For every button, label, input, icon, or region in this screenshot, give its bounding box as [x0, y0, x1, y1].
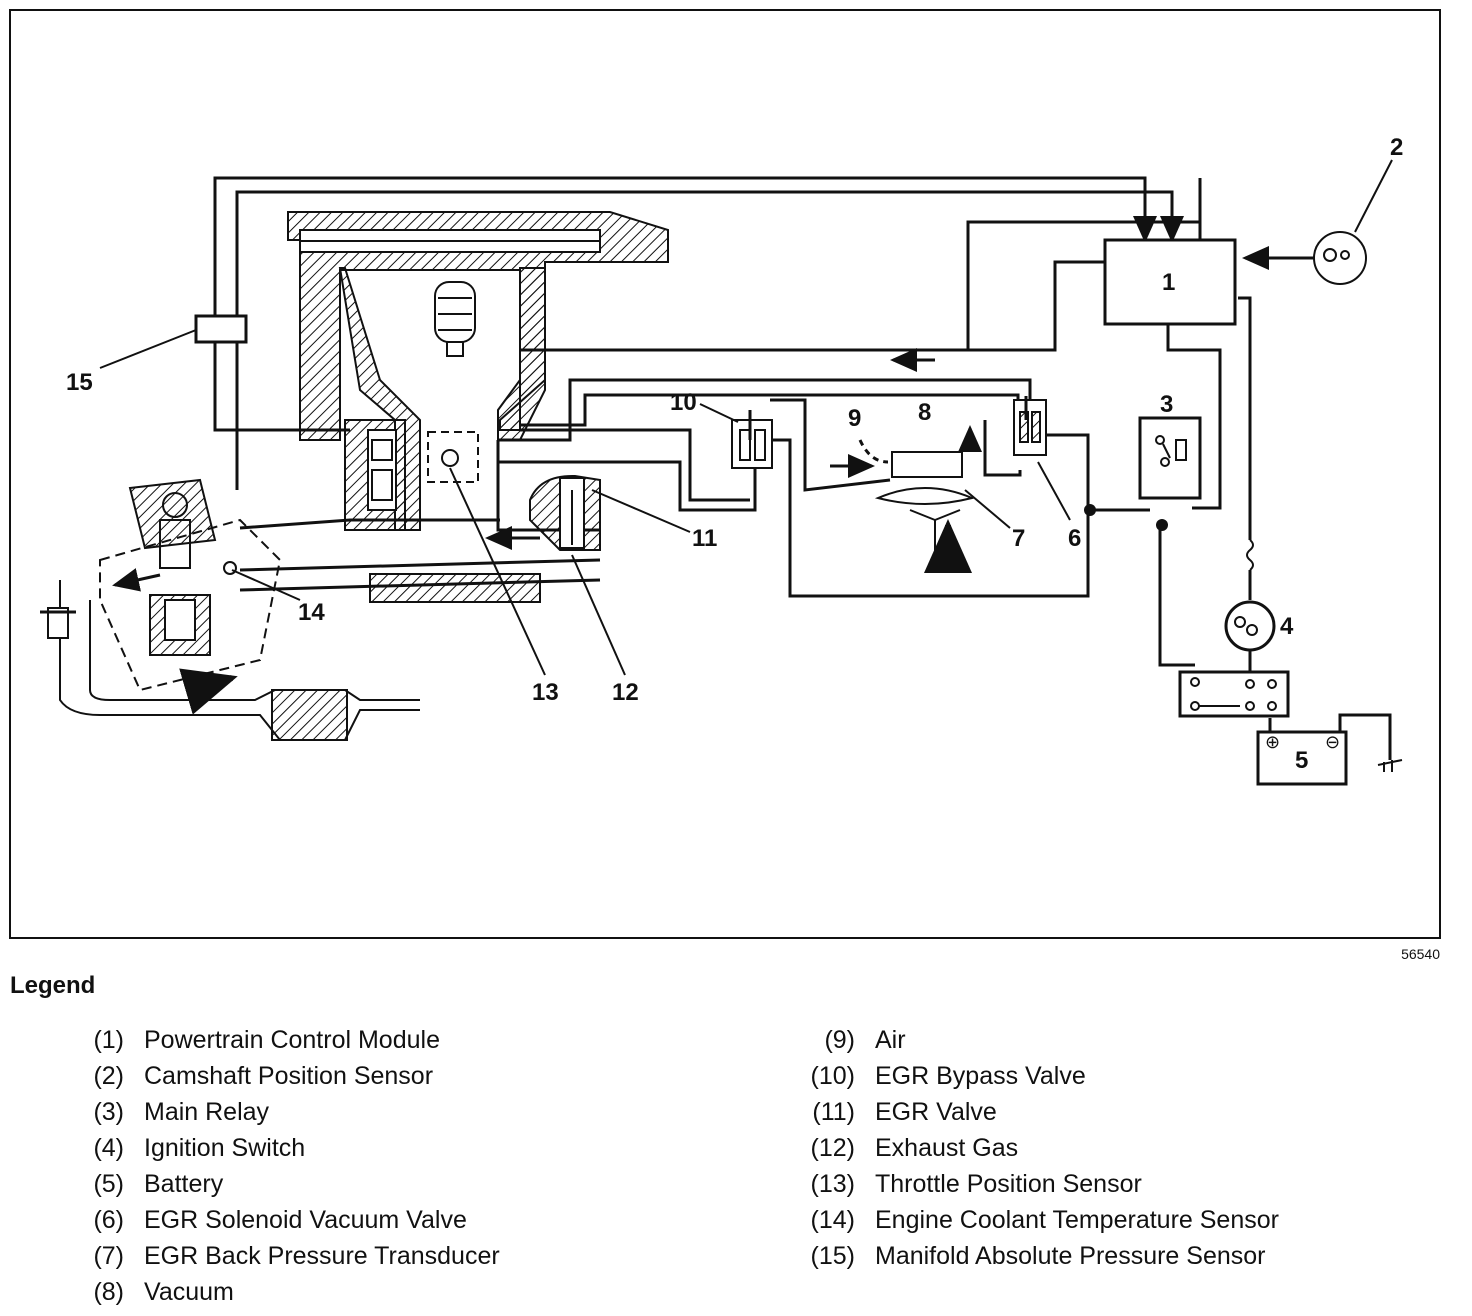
legend-item-number: (12)	[810, 1133, 855, 1162]
callout-12: 12	[612, 679, 639, 706]
egr-system-diagram: ⊕ ⊖ 1 2 3 4 5 6 7 8 9 10 11 12 13 14 15	[9, 9, 1441, 939]
legend-item: (9) Air	[793, 1022, 1279, 1058]
legend-item-number: (7)	[93, 1241, 124, 1270]
legend-item-label: EGR Solenoid Vacuum Valve	[144, 1205, 467, 1234]
callout-2: 2	[1390, 134, 1403, 161]
callout-1: 1	[1162, 269, 1175, 296]
fuse-block	[1178, 670, 1290, 718]
junction-dot	[1084, 504, 1096, 516]
egr-back-pressure-transducer	[874, 451, 976, 566]
callout-5: 5	[1295, 747, 1308, 774]
callout-8: 8	[918, 399, 931, 426]
legend-item: (8) Vacuum	[62, 1274, 500, 1310]
vacuum-lines	[498, 260, 1105, 598]
legend-item: (6) EGR Solenoid Vacuum Valve	[62, 1202, 500, 1238]
callout-4: 4	[1280, 613, 1294, 640]
callout-10: 10	[670, 389, 697, 416]
legend-list-right: (9) Air (10) EGR Bypass Valve (11) EGR Valv…	[793, 1022, 1279, 1274]
battery-minus-terminal: ⊖	[1325, 732, 1340, 752]
legend-item: (5) Battery	[62, 1166, 500, 1202]
electrical-wiring	[1046, 246, 1392, 760]
legend-item-number: (3)	[93, 1097, 124, 1126]
fuel-injector	[434, 281, 476, 357]
legend-item-number: (2)	[93, 1061, 124, 1090]
legend-item-number: (5)	[93, 1169, 124, 1198]
fuse	[1246, 539, 1254, 571]
camshaft-position-sensor	[1313, 159, 1393, 285]
legend-item-label: Throttle Position Sensor	[875, 1169, 1142, 1198]
legend-item: (12) Exhaust Gas	[793, 1130, 1279, 1166]
egr-bypass-valve	[731, 410, 773, 469]
legend-item-label: Ignition Switch	[144, 1133, 306, 1162]
legend-item: (7) EGR Back Pressure Transducer	[62, 1238, 500, 1274]
legend-item: (1) Powertrain Control Module	[62, 1022, 500, 1058]
engine-block	[40, 478, 420, 741]
legend-item-number: (1)	[93, 1025, 124, 1054]
legend-item-number: (4)	[93, 1133, 124, 1162]
legend-item: (11) EGR Valve	[793, 1094, 1279, 1130]
legend-item-label: Manifold Absolute Pressure Sensor	[875, 1241, 1266, 1270]
legend-item-number: (10)	[810, 1061, 855, 1090]
exhaust-manifold	[239, 428, 750, 603]
legend-list-left: (1) Powertrain Control Module (2) Camshaft…	[62, 1022, 500, 1310]
callout-7: 7	[1012, 525, 1025, 552]
powertrain-control-module	[1103, 238, 1237, 326]
legend-item-label: Powertrain Control Module	[144, 1025, 440, 1054]
ground-symbol	[1377, 759, 1403, 772]
callout-6: 6	[1068, 525, 1081, 552]
legend-item-label: Battery	[144, 1169, 224, 1198]
legend-item: (3) Main Relay	[62, 1094, 500, 1130]
legend-item-label: EGR Bypass Valve	[875, 1061, 1086, 1090]
figure-number: 56540	[1401, 946, 1440, 962]
callout-13: 13	[532, 679, 559, 706]
junction-dot	[1156, 519, 1168, 531]
legend-item-label: Vacuum	[144, 1277, 234, 1306]
battery-plus-terminal: ⊕	[1265, 732, 1280, 752]
legend-item-number: (8)	[93, 1277, 124, 1306]
legend-item-number: (6)	[93, 1205, 124, 1234]
legend-item: (2) Camshaft Position Sensor	[62, 1058, 500, 1094]
legend-item-label: Camshaft Position Sensor	[144, 1061, 434, 1090]
legend-item-number: (13)	[810, 1169, 855, 1198]
legend-item-label: Air	[875, 1025, 906, 1054]
callout-3: 3	[1160, 391, 1173, 418]
legend-item: (15) Manifold Absolute Pressure Sensor	[793, 1238, 1279, 1274]
callout-11: 11	[692, 525, 717, 552]
ignition-switch	[1224, 600, 1276, 652]
map-sensor	[194, 314, 248, 344]
throttle-body	[344, 419, 479, 531]
callout-15: 15	[66, 369, 93, 396]
callout-9: 9	[848, 405, 861, 432]
legend-item-number: (15)	[810, 1241, 855, 1270]
legend-title: Legend	[10, 972, 96, 999]
callout-14: 14	[298, 599, 325, 626]
battery	[1256, 730, 1348, 786]
legend-item-label: Main Relay	[144, 1097, 270, 1126]
legend-item-number: (9)	[824, 1025, 855, 1054]
legend-item-number: (11)	[812, 1097, 855, 1126]
flow-arrows	[112, 348, 982, 715]
legend-item: (10) EGR Bypass Valve	[793, 1058, 1279, 1094]
legend-item: (13) Throttle Position Sensor	[793, 1166, 1279, 1202]
legend-item: (4) Ignition Switch	[62, 1130, 500, 1166]
leader-lines	[99, 329, 1071, 676]
legend-item-label: Engine Coolant Temperature Sensor	[875, 1205, 1279, 1234]
legend-item-number: (14)	[810, 1205, 855, 1234]
main-relay	[1138, 416, 1202, 500]
diagram-frame	[9, 9, 1441, 939]
legend-item: (14) Engine Coolant Temperature Sensor	[793, 1202, 1279, 1238]
legend-item-label: EGR Valve	[875, 1097, 997, 1126]
egr-valve	[529, 474, 601, 551]
legend-item-label: EGR Back Pressure Transducer	[144, 1241, 500, 1270]
egr-solenoid-vacuum-valve	[1013, 396, 1047, 456]
legend-item-label: Exhaust Gas	[875, 1133, 1019, 1162]
